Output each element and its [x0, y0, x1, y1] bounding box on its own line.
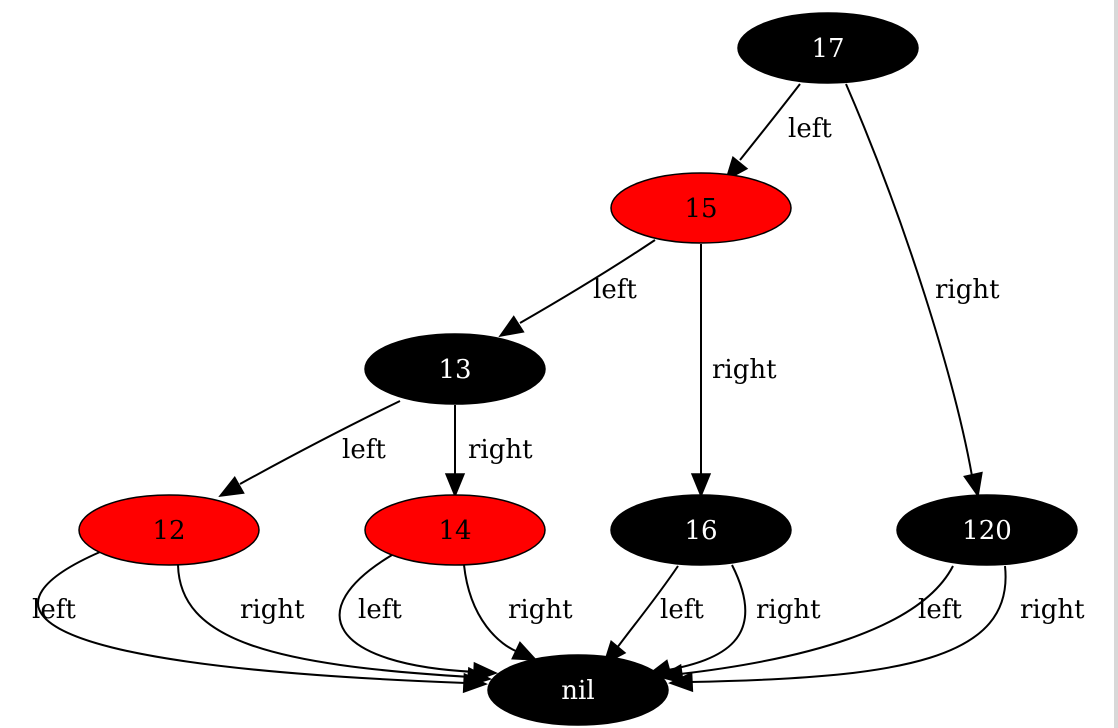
edge-13-to-12-left: left: [218, 400, 401, 497]
edge-label-left: left: [660, 595, 704, 625]
edge-label-right: right: [712, 355, 777, 385]
node-15[interactable]: 15: [610, 172, 792, 244]
edge-label-left: left: [32, 595, 76, 625]
node-17[interactable]: 17: [737, 12, 919, 84]
node-label: 16: [684, 516, 717, 546]
edge-line: [463, 564, 519, 653]
node-14[interactable]: 14: [364, 494, 546, 566]
edge-16-to-nil-left: left: [602, 565, 704, 666]
node-ellipse: [487, 654, 669, 726]
node-12[interactable]: 12: [78, 494, 260, 566]
edge-17-to-120-right: right: [845, 83, 1000, 498]
edge-label-right: right: [240, 595, 305, 625]
node-label: 17: [811, 34, 844, 64]
edge-line: [679, 565, 954, 675]
edge-120-to-nil-right: right: [668, 565, 1085, 693]
edge-14-to-nil-left: left: [338, 554, 498, 683]
edge-label-left: left: [918, 595, 962, 625]
edge-label-left: left: [788, 114, 832, 144]
node-16[interactable]: 16: [610, 494, 792, 566]
node-label: 13: [438, 355, 471, 385]
arrowhead: [690, 473, 712, 498]
arrowhead: [218, 475, 245, 497]
edge-line: [689, 565, 1007, 683]
edge-line: [37, 551, 467, 684]
edge-13-to-14-right: right: [444, 405, 533, 498]
arrowhead: [511, 641, 538, 661]
node-120[interactable]: 120: [896, 494, 1078, 566]
edge-label-right: right: [468, 435, 533, 465]
edge-label-left: left: [593, 275, 637, 305]
node-ellipse: [364, 333, 546, 405]
node-label: nil: [561, 676, 594, 706]
node-ellipse: [610, 172, 792, 244]
edge-label-right: right: [756, 595, 821, 625]
edge-line: [338, 554, 477, 673]
edge-line: [739, 83, 801, 161]
edge-label-left: left: [342, 435, 386, 465]
nodes-layer: 17 15 13 12 14 16 120 nil: [78, 12, 1078, 726]
edge-line: [177, 564, 471, 678]
node-ellipse: [364, 494, 546, 566]
arrowhead: [498, 315, 525, 338]
arrowhead: [963, 471, 983, 498]
edge-15-to-13-left: left: [498, 239, 656, 338]
node-nil[interactable]: nil: [487, 654, 669, 726]
node-ellipse: [896, 494, 1078, 566]
edge-line: [519, 239, 656, 324]
edge-15-to-16-right: right: [690, 244, 777, 498]
arrowhead: [472, 661, 498, 683]
edge-line: [667, 564, 747, 671]
node-label: 15: [684, 194, 717, 224]
edge-line: [845, 83, 973, 477]
arrowhead: [668, 671, 694, 693]
node-ellipse: [610, 494, 792, 566]
edge-12-to-nil-right: right: [177, 564, 492, 688]
arrowhead: [444, 473, 466, 498]
edge-label-right: right: [508, 595, 573, 625]
edge-label-right: right: [1020, 595, 1085, 625]
node-label: 120: [962, 516, 1012, 546]
edge-120-to-nil-left: left: [658, 565, 962, 684]
node-label: 12: [152, 516, 185, 546]
edge-14-to-nil-right: right: [463, 564, 573, 661]
node-13[interactable]: 13: [364, 333, 546, 405]
edge-label-right: right: [935, 275, 1000, 305]
arrowhead: [658, 663, 684, 684]
edge-line: [239, 400, 401, 485]
edge-label-left: left: [358, 595, 402, 625]
node-ellipse: [78, 494, 260, 566]
node-ellipse: [737, 12, 919, 84]
node-label: 14: [438, 516, 471, 546]
edges-layer: left right left right left right left right left…: [32, 83, 1085, 694]
right-border: [1114, 0, 1118, 728]
edge-line: [616, 565, 679, 649]
edge-17-to-15-left: left: [724, 83, 832, 182]
edge-12-to-nil-left: left: [32, 551, 488, 694]
